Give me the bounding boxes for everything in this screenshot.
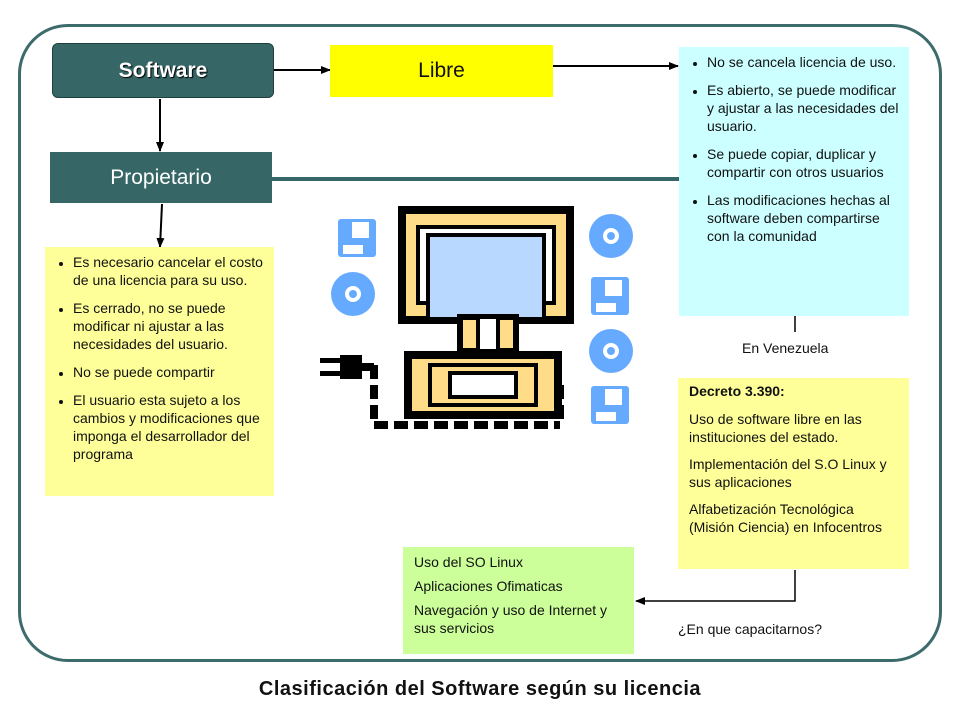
floppy-disk-icon [591,277,629,315]
cd-icon [589,214,633,258]
libre-features-note: No se cancela licencia de uso. Es abiert… [679,47,909,316]
software-node: Software [52,43,274,98]
rounded-frame [18,24,942,662]
propietario-feature-item: El usuario esta sujeto a los cambios y m… [73,391,268,463]
arrow-decreto-capacitacion [635,570,796,605]
propietario-features-note: Es necesario cancelar el costo de una li… [45,247,274,496]
propietario-feature-item: No se puede compartir [73,363,268,381]
decreto-note: Decreto 3.390: Uso de software libre en … [678,378,909,569]
propietario-feature-item: Es cerrado, no se puede modificar ni aju… [73,299,268,353]
libre-node: Libre [330,45,553,97]
decreto-title: Decreto 3.390: [689,383,785,399]
capacitacion-note: Uso del SO Linux Aplicaciones Ofimaticas… [403,547,634,654]
capacitacion-item: Aplicaciones Ofimaticas [414,578,563,594]
capacitacion-question: ¿En que capacitarnos? [678,621,822,637]
libre-feature-item: No se cancela licencia de uso. [707,53,901,71]
decreto-item: Alfabetización Tecnológica (Misión Cienc… [689,501,882,535]
floppy-disk-icon [338,219,376,257]
diagram-caption: Clasificación del Software según su lice… [258,678,702,700]
power-plug-icon [320,355,374,379]
cd-icon [589,329,633,373]
decreto-item: Implementación del S.O Linux y sus aplic… [689,456,887,490]
arrow-propietario-features [156,203,165,248]
propietario-feature-item: Es necesario cancelar el costo de una li… [73,253,268,289]
capacitacion-item: Uso del SO Linux [414,554,523,570]
capacitacion-item: Navegación y uso de Internet y sus servi… [414,602,608,636]
libre-feature-item: Las modificaciones hechas al software de… [707,191,901,245]
floppy-disk-icon [591,386,629,424]
propietario-node: Propietario [50,152,272,203]
libre-feature-item: Se puede copiar, duplicar y compartir co… [707,145,901,181]
computer-clipart-icon [320,206,574,429]
en-venezuela-label: En Venezuela [742,340,829,356]
decreto-item: Uso de software libre en las institucion… [689,411,862,445]
libre-feature-item: Es abierto, se puede modificar y ajustar… [707,81,901,135]
cd-icon [331,272,375,316]
